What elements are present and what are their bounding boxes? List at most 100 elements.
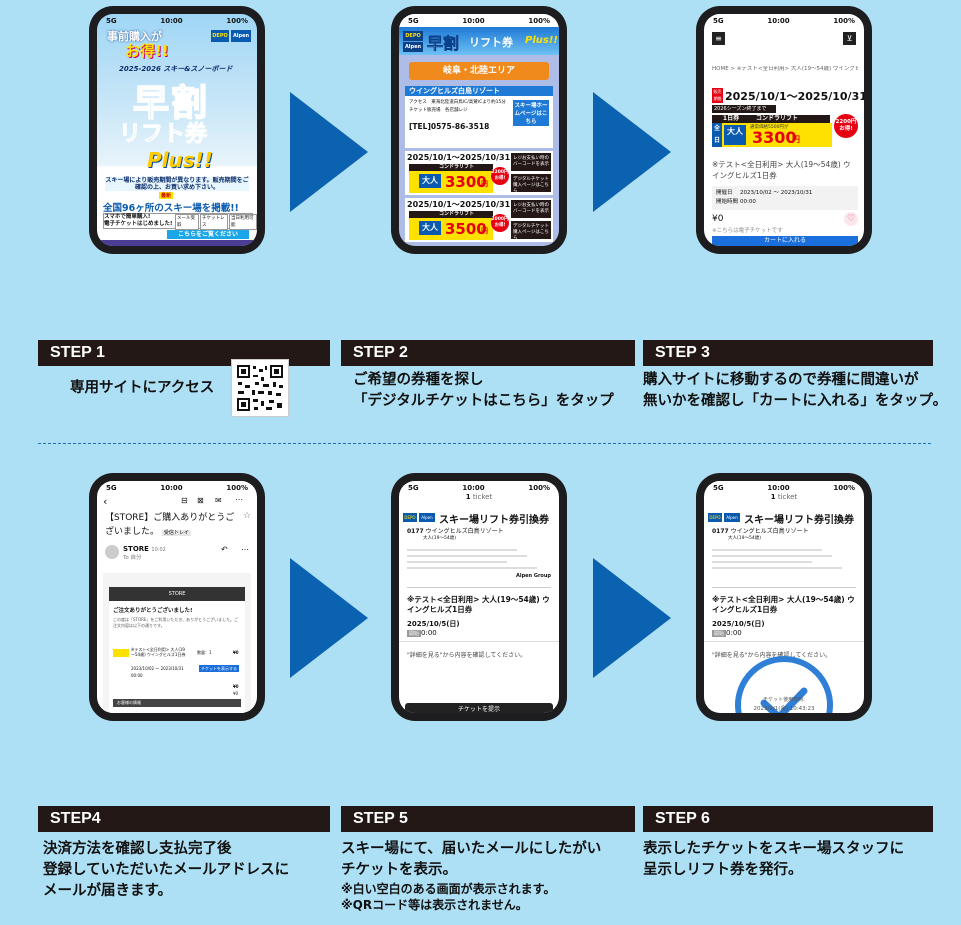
heart-icon[interactable]: ♡ xyxy=(844,212,858,226)
ticket-date: 2025/10/5(日) xyxy=(712,620,765,628)
voucher-header: DEPO Alpen スキー場リフト券引換券 xyxy=(403,511,555,526)
show-ticket-button[interactable]: チケットを表示する xyxy=(199,665,239,672)
ticket-name: ※テスト<全日利用> 大人(19～54歳) ウイングヒルズ1日券 xyxy=(712,595,855,614)
ticket-card: 2025/10/1～2025/10/31 コンドラリフト 大人 3300 円 2… xyxy=(405,151,553,195)
start-time-value: 00:00 xyxy=(131,673,143,678)
ticket-price: 3500 xyxy=(445,220,487,238)
step-2-label: STEP 2 xyxy=(341,340,635,366)
promo-top-text: 事前購入が xyxy=(107,30,162,43)
ticket-type: コンドラリフト xyxy=(750,115,830,123)
more-icon[interactable]: ⋯ xyxy=(235,495,243,504)
view-here-button[interactable]: こちらをご覧ください xyxy=(167,230,249,239)
digital-ticket-button[interactable]: デジタルチケット購入ページはこちら xyxy=(511,174,551,194)
mail-icon[interactable]: ✉ xyxy=(215,496,222,505)
resort-homepage-button[interactable]: スキー場ホームページはこちら xyxy=(513,100,549,126)
lift-ticket-logo: リフト券 xyxy=(469,36,513,49)
clock: 10:00 xyxy=(160,16,183,25)
archive-icon[interactable]: ⊟ xyxy=(181,496,188,505)
arrow-right-icon xyxy=(290,558,368,678)
ticket-price-area: 大人 3300 円 xyxy=(409,171,493,193)
store-banner: STORE xyxy=(109,587,245,601)
ticket-saving-badge: 2000円お得! xyxy=(491,214,509,232)
step-4-label: STEP4 xyxy=(38,806,330,832)
back-icon[interactable]: ‹ xyxy=(103,495,108,508)
ticket-period: 2025/10/1～2025/10/31 xyxy=(407,200,511,209)
ticket-price-area: 全日 大人 通常価格5500円が 3300 円 xyxy=(712,123,832,147)
resort-line: 0177 ウイングヒルズ白鳥リゾート xyxy=(407,528,504,535)
digital-ticket-button[interactable]: デジタルチケット購入ページはこちら xyxy=(511,221,551,241)
battery-indicator: 100% xyxy=(226,483,248,492)
star-icon[interactable]: ☆ xyxy=(243,511,252,521)
tab-sameday[interactable]: 当日利用可能 xyxy=(229,214,257,230)
battery-indicator: 100% xyxy=(528,16,550,25)
sender-name: STORE 10:02 xyxy=(123,545,166,553)
subtotal: ¥0 xyxy=(233,684,239,689)
more-icon[interactable]: ⋯ xyxy=(241,545,249,554)
clock: 10:00 xyxy=(767,483,790,492)
season-text: 2025-2026 スキー&スノーボード xyxy=(119,65,233,73)
ticket-age: 大人 xyxy=(724,125,746,145)
step-2-line-2: 「デジタルチケットはこちら」をタップ xyxy=(353,393,614,409)
step-5-line-2: チケットを表示。 xyxy=(341,862,457,878)
step-2-line-1: ご希望の券種を探し xyxy=(353,372,484,388)
product-title: ※テスト<全日利用> 大人(19～54歳) ウイングヒルズ1日券 xyxy=(712,160,851,180)
step-6-label: STEP 6 xyxy=(643,806,933,832)
feature-tabs: メール受取 チケットレス 当日利用可能 xyxy=(175,214,257,230)
resort-access: アクセス 東海北陸道白鳥IC/高鷲ICより約15分 xyxy=(409,100,506,105)
add-to-cart-button[interactable]: カートに入れる xyxy=(712,236,858,246)
barcode-button[interactable]: レジお支払い時のバーコードを表示 xyxy=(511,153,551,171)
qr-code-image xyxy=(231,359,289,417)
menu-icon[interactable]: ≡ xyxy=(712,32,725,45)
ticket-price-unit: 円 xyxy=(481,180,488,188)
ticket-period: 2025/10/1～2025/10/31 xyxy=(407,153,511,162)
alpen-group: Alpen Group xyxy=(516,573,551,579)
zenjitsu-tag: 全日 xyxy=(712,123,722,147)
reply-icon[interactable]: ↶ xyxy=(221,545,228,554)
step-3-label: STEP 3 xyxy=(643,340,933,366)
tax: ¥0 xyxy=(233,691,239,696)
inbox-tag: 受信トレイ xyxy=(161,530,191,536)
sales-warning: スキー場により販売期間が異なります。販売期間をご確認の上、お買い求め下さい。 xyxy=(105,177,249,191)
barcode-button[interactable]: レジお支払い時のバーコードを表示 xyxy=(511,200,551,218)
ticket-name: ※テスト<全日利用> 大人(19～54歳) ウイングヒルズ1日券 xyxy=(407,595,550,614)
avatar xyxy=(105,545,119,559)
tab-ticketless[interactable]: チケットレス xyxy=(200,214,228,230)
step-6-description: 表示したチケットをスキー場スタッフに 呈示しリフト券を発行。 xyxy=(643,839,904,881)
battery-indicator: 100% xyxy=(226,16,248,25)
checkmark-icon xyxy=(732,653,836,713)
tab-mail[interactable]: メール受取 xyxy=(175,214,199,230)
recipient: To 自分 xyxy=(123,555,142,561)
cart-icon[interactable]: ⊻ xyxy=(843,32,856,45)
ticket-age: 大人 xyxy=(419,221,441,235)
breadcrumb[interactable]: HOME > ※テスト<全日利用> 大人(19～54歳) ウイングヒルズ白... xyxy=(712,66,858,72)
hayawari-logo: 早割 xyxy=(427,34,460,54)
step-6-line-1: 表示したチケットをスキー場スタッフに xyxy=(643,841,904,857)
resort-name: ウイングヒルズ白鳥リゾート xyxy=(405,86,553,96)
thanks-text: ご注文ありがとうございました! xyxy=(113,608,193,614)
step-5-note-2: ※QRコード等は表示されません。 xyxy=(341,898,528,912)
ticket-type: コンドラリフト xyxy=(409,211,493,218)
area-header: 岐阜・北陸エリア xyxy=(409,62,549,80)
eticket-start-text: 電子チケットはじめました! xyxy=(104,221,173,227)
season-note: 2026シーズン終了まで xyxy=(712,105,776,113)
clock: 10:00 xyxy=(767,16,790,25)
trash-icon[interactable]: ⊠ xyxy=(197,496,204,505)
brand-alpen-logo: Alpen xyxy=(403,42,423,52)
show-ticket-button[interactable]: チケットを提示 xyxy=(405,703,553,713)
mail-subject: 【STORE】ご購入ありがとうございました。 受信トレイ xyxy=(105,511,235,540)
resort-line: 0177 ウイングヒルズ白鳥リゾート xyxy=(712,528,809,535)
ticket-price-unit: 円 xyxy=(481,227,488,235)
step-3-line-1: 購入サイトに移動するので券種に間違いが xyxy=(643,372,919,388)
step-4-line-3: メールが届きます。 xyxy=(43,883,173,899)
